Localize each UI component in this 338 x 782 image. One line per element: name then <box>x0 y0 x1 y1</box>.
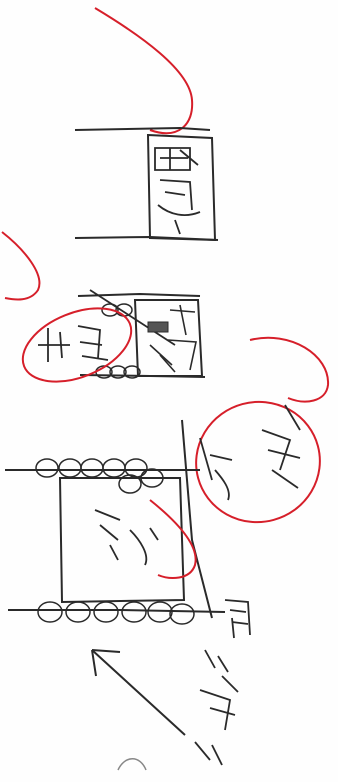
top-red-arc <box>95 8 192 133</box>
bottom-red-ellipse <box>183 388 334 536</box>
mid-red-ellipse <box>12 294 142 396</box>
top-glyph-scribbles <box>155 148 200 234</box>
mid-ellipse-glyph <box>38 326 108 362</box>
mid-glyph-scribbles <box>150 305 196 372</box>
bottom-room-group <box>5 388 333 770</box>
mid-diagonal <box>90 290 175 345</box>
bottom-box <box>60 478 184 602</box>
bottom-right-glyphs <box>195 600 250 765</box>
bottom-circles-lower <box>38 602 194 624</box>
top-line-upper <box>75 128 210 130</box>
bottom-arrow-line <box>92 650 185 735</box>
bottom-box-glyphs <box>95 510 158 565</box>
middle-room-group <box>2 232 328 402</box>
mid-right-red-curve <box>250 338 328 402</box>
mid-dark-block <box>148 322 168 332</box>
top-room-group <box>75 8 218 240</box>
bottom-small-arc <box>118 759 146 770</box>
mid-red-arc <box>2 232 39 300</box>
bottom-circles-top <box>36 459 163 493</box>
